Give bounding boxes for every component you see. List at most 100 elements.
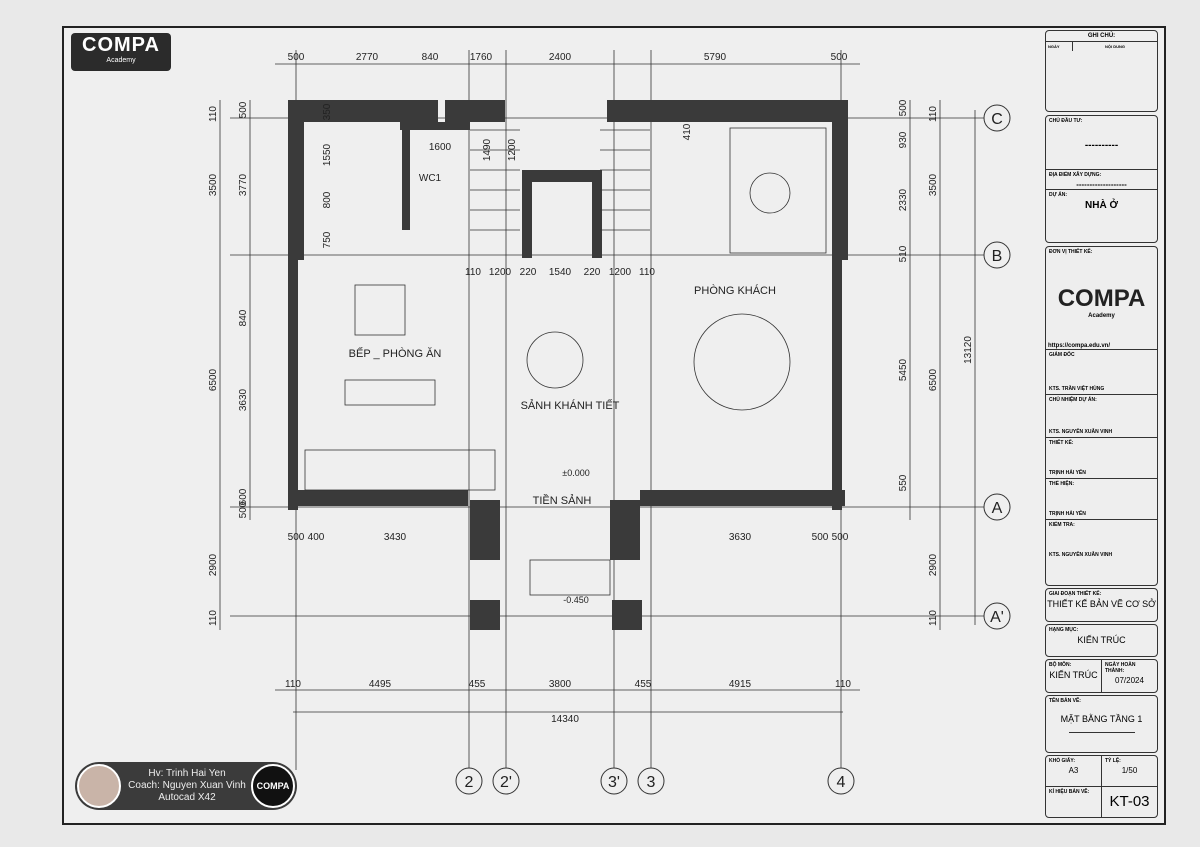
dim-left-inner: 500 [238, 101, 249, 118]
phase-box: GIAI ĐOẠN THIẾT KẾ: THIẾT KẾ BẢN VẼ CƠ S… [1045, 588, 1158, 622]
code-value: KT-03 [1109, 793, 1150, 810]
grid-bubble-a2 [983, 602, 1011, 630]
dim-left-outer: 3500 [208, 173, 219, 196]
dim-front-l2: 400 [308, 532, 325, 543]
dim-right-inner: 5450 [898, 358, 909, 381]
scale-label: TỶ LỆ: [1105, 758, 1121, 764]
dim-left-inner: 800 [322, 191, 333, 208]
dim-stair: 220 [520, 267, 537, 278]
dim-total-bottom: 14340 [551, 714, 579, 725]
designer-label: ĐƠN VỊ THIẾT KẾ: [1049, 249, 1093, 255]
draw-label: THỂ HIỆN: [1049, 481, 1074, 487]
phase-value: THIẾT KẾ BẢN VẼ CƠ SỞ [1047, 599, 1156, 609]
course-name: Autocad X42 [158, 792, 216, 803]
level-floor: ±0.000 [562, 468, 589, 478]
date-label: NGÀY HOÀN THÀNH: [1105, 662, 1136, 674]
project-label: DỰ ÁN: [1046, 189, 1157, 200]
dim-right-outer: 110 [928, 610, 939, 626]
dept-box: BỘ MÔN:KIẾN TRÚC NGÀY HOÀN THÀNH:07/2024 [1045, 659, 1158, 693]
notes-title: GHI CHÚ: [1087, 33, 1116, 39]
student-name: Hv: Trinh Hai Yen [148, 768, 226, 779]
dim-right-inner: 930 [898, 131, 909, 148]
grid-bubble-a [983, 493, 1011, 521]
dim-left-inner: 3630 [238, 388, 249, 411]
paper-label: KHỔ GIẤY: [1049, 758, 1076, 764]
design-label: THIẾT KẾ: [1049, 440, 1074, 446]
dim-left-inner: 600 [238, 488, 249, 505]
grid-label-g2p: 2' [500, 774, 512, 791]
dim-right-inner: 500 [898, 99, 909, 116]
dim-right-inner: 550 [898, 474, 909, 491]
designer-url: https://compa.edu.vn/ [1048, 343, 1111, 349]
check-label: KIỂM TRA: [1049, 522, 1075, 528]
dept-value: KIẾN TRÚC [1049, 670, 1098, 680]
grid-label-g3p: 3' [608, 774, 620, 791]
room-wc: WC1 [419, 173, 442, 184]
dim-bottom: 4495 [369, 679, 392, 690]
dim-right-outer: 110 [928, 106, 939, 122]
dim-stair: 110 [465, 267, 481, 278]
designer-logo-sub: Academy [1088, 313, 1115, 319]
dim-top: 840 [422, 52, 439, 63]
phase-label: GIAI ĐOẠN THIẾT KẾ: [1049, 591, 1102, 597]
owner-label: CHỦ ĐẦU TƯ: [1049, 118, 1083, 124]
director-label: GIÁM ĐỐC [1049, 352, 1075, 358]
site-label: ĐỊA ĐIỂM XÂY DỰNG: [1046, 169, 1157, 180]
grid-bubble-g2p [492, 767, 520, 795]
site-value: ------------------- [1076, 180, 1127, 189]
dim-stair: 1200 [489, 267, 512, 278]
code-label: KÍ HIỆU BẢN VẼ: [1049, 789, 1090, 795]
pm-name: KTS. NGUYỄN XUÂN VINH [1049, 429, 1113, 435]
logo-sub: Academy [106, 57, 136, 64]
grid-label-g3: 3 [647, 774, 656, 791]
dim-bottom: 3800 [549, 679, 572, 690]
dim-bottom: 455 [635, 679, 652, 690]
dim-top: 5790 [704, 52, 727, 63]
dim-front-left: 3430 [384, 532, 407, 543]
dim-left-inner: 500 [238, 501, 249, 518]
dim-bottom: 110 [835, 679, 851, 690]
director-name: KTS. TRẦN VIỆT HÙNG [1049, 386, 1105, 392]
scale-value: 1/50 [1121, 766, 1138, 775]
dim-stair: 1540 [549, 267, 572, 278]
notes-box: GHI CHÚ: NGÀY NỘI DUNG [1045, 30, 1158, 112]
dim-right-outer: 3500 [928, 173, 939, 196]
dim-left-outer: 6500 [208, 368, 219, 391]
dim-left-outer: 2900 [208, 553, 219, 576]
grid-label-a2: A' [990, 609, 1004, 626]
room-living: PHÒNG KHÁCH [694, 284, 776, 297]
item-value: KIẾN TRÚC [1077, 635, 1126, 645]
grid-bubble-b [983, 241, 1011, 269]
design-name: TRỊNH HẢI YẾN [1049, 470, 1086, 476]
grid-bubble-g3p [600, 767, 628, 795]
dim-left-inner: 350 [322, 103, 333, 120]
project-value: NHÀ Ở [1085, 200, 1118, 211]
furniture [304, 127, 827, 596]
dim-right-outer: 2900 [928, 553, 939, 576]
room-hall: SẢNH KHÁNH TIẾT [521, 399, 620, 412]
dim-left-inner: 840 [238, 309, 249, 326]
col-date: NGÀY [1046, 42, 1073, 51]
dim-left-outer: 110 [208, 106, 219, 122]
dim-top: 2400 [549, 52, 572, 63]
dim-bottom: 455 [469, 679, 486, 690]
grid-label-c: C [991, 111, 1003, 128]
dim-top: 1760 [470, 52, 493, 63]
dim-right-inner: 2330 [898, 188, 909, 211]
credit-badge: Hv: Trinh Hai Yen Coach: Nguyen Xuan Vin… [75, 762, 297, 810]
dim-front-l1: 500 [288, 532, 305, 543]
dim-wc-width: 1600 [429, 142, 452, 153]
project-box: CHỦ ĐẦU TƯ: ---------- ĐỊA ĐIỂM XÂY DỰNG… [1045, 115, 1158, 243]
dim-left-inner: 750 [322, 231, 333, 248]
drawing-name-box: TÊN BẢN VẼ: MẶT BẰNG TẦNG 1 [1045, 695, 1158, 753]
owner-value: ---------- [1084, 140, 1119, 151]
compa-logo: COMPA Academy [71, 33, 171, 71]
dim-stair: 220 [584, 267, 601, 278]
grid-bubble-g3 [637, 767, 665, 795]
dim-bottom: 4915 [729, 679, 752, 690]
dept-label: BỘ MÔN: [1049, 662, 1072, 668]
dim-front-r1: 500 [812, 532, 829, 543]
